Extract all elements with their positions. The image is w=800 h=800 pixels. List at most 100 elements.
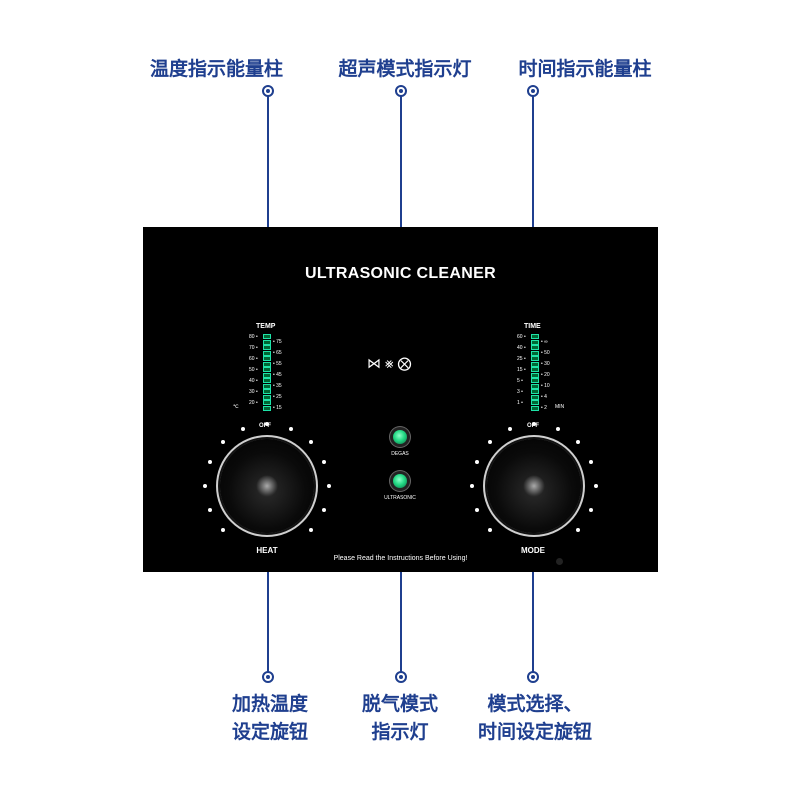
- callout-marker: [262, 85, 274, 97]
- temp-bar-tick-right: • 15: [273, 405, 282, 411]
- connector-line: [532, 490, 534, 678]
- callout-time-bar: 时间指示能量柱: [518, 58, 652, 80]
- callout-marker: [262, 671, 274, 683]
- heat-label: HEAT: [256, 546, 278, 555]
- temp-bar-segment: [263, 372, 271, 378]
- temp-bar-tick-right: • 35: [273, 383, 282, 389]
- heat-dial-dot: [308, 527, 313, 532]
- ultrasonic-led: [393, 474, 407, 488]
- time-bar-tick-right: • 4: [541, 394, 547, 400]
- temp-bar-segment: [263, 400, 271, 405]
- panel-title: ULTRASONIC CLEANER: [305, 265, 496, 282]
- control-panel: ULTRASONIC CLEANER TEMP 80 •70 •60 •50 •…: [143, 227, 658, 572]
- mode-dial-dot: [474, 507, 479, 512]
- connector-line: [267, 92, 269, 322]
- heat-dial-dot: [221, 527, 226, 532]
- temp-bar-tick-left: 80 •: [249, 334, 258, 340]
- heat-dial-dot: [322, 507, 327, 512]
- time-bar-segment: [531, 334, 539, 339]
- callout-ultrasonic-led: 超声模式指示灯: [338, 58, 472, 80]
- heat-dial-dot: [241, 426, 246, 431]
- temp-bar-segment: [263, 367, 271, 372]
- mode-dial-dot: [589, 507, 594, 512]
- time-bar-segment: [531, 356, 539, 361]
- temp-bar-tick-right: • 25: [273, 394, 282, 400]
- time-off-label: OFF: [527, 423, 539, 429]
- time-bar-tick-left: 5 •: [517, 378, 523, 384]
- care-icons: ⋈ ⨳ ⨂: [367, 355, 412, 371]
- temp-bar-segment: [263, 383, 271, 389]
- heat-dial-dot: [221, 440, 226, 445]
- temp-bar-tick-right: • 45: [273, 372, 282, 378]
- mode-dial-dot: [532, 422, 536, 426]
- heat-knob[interactable]: [220, 439, 314, 533]
- time-bar-tick-right: • 2: [541, 405, 547, 411]
- mode-dial-dot: [575, 440, 580, 445]
- time-bar-tick-right: • ∞: [541, 339, 548, 345]
- temp-bar-segment: [263, 350, 271, 356]
- temp-bar-segment: [263, 339, 271, 345]
- mode-dial-dot: [470, 484, 474, 488]
- temp-bar-segment: [263, 345, 271, 350]
- callout-temp-bar: 温度指示能量柱: [150, 58, 284, 80]
- temp-label: TEMP: [256, 323, 276, 330]
- temp-bar-tick-right: • 55: [273, 361, 282, 367]
- mode-dial-dot: [555, 426, 560, 431]
- temp-bar-segment: [263, 405, 271, 411]
- time-bar-tick-left: 25 •: [517, 356, 526, 362]
- time-bar-segment: [531, 405, 539, 411]
- callout-marker: [395, 85, 407, 97]
- mode-dial-dot: [594, 484, 598, 488]
- time-bar-segment: [531, 339, 539, 345]
- temp-bar-tick-left: 40 •: [249, 378, 258, 384]
- callout-marker: [395, 671, 407, 683]
- heat-dial-dot: [207, 507, 212, 512]
- temp-bar-segment: [263, 361, 271, 367]
- heat-dial-dot: [322, 460, 327, 465]
- heat-dial-dot: [207, 460, 212, 465]
- mode-dial-dot: [589, 460, 594, 465]
- heat-dial-dot: [265, 422, 269, 426]
- time-bar-tick-right: • 20: [541, 372, 550, 378]
- mode-dial-dot: [488, 440, 493, 445]
- time-bar-tick-left: 40 •: [517, 345, 526, 351]
- mode-dial-dot: [508, 426, 513, 431]
- notice-text: Please Read the Instructions Before Usin…: [333, 555, 468, 562]
- connector-line: [532, 92, 534, 322]
- temp-bar-segment: [263, 378, 271, 383]
- heat-dial-dot: [203, 484, 207, 488]
- callout-heat-knob: 加热温度 设定旋钮: [200, 690, 340, 746]
- time-bar-segment: [531, 350, 539, 356]
- time-bar-segment: [531, 361, 539, 367]
- time-bar-segment: [531, 378, 539, 383]
- degas-label: DEGAS: [391, 451, 409, 457]
- callout-marker: [527, 85, 539, 97]
- callout-mode-knob: 模式选择、 时间设定旋钮: [455, 690, 615, 746]
- indicator-hole: [556, 558, 563, 565]
- heat-dial-dot: [327, 484, 331, 488]
- temp-bar-tick-left: 60 •: [249, 356, 258, 362]
- heat-dial-dot: [308, 440, 313, 445]
- heat-dial-dot: [288, 426, 293, 431]
- callout-line: 时间设定旋钮: [477, 721, 592, 743]
- time-bar-segment: [531, 383, 539, 389]
- temp-bar-tick-right: • 75: [273, 339, 282, 345]
- time-bar-segment: [531, 394, 539, 400]
- mode-label: MODE: [521, 546, 545, 555]
- time-label: TIME: [524, 323, 541, 330]
- temp-bar-segment: [263, 394, 271, 400]
- temp-bar-tick-left: 30 •: [249, 389, 258, 395]
- time-unit: MIN: [555, 404, 565, 410]
- time-bar-segment: [531, 400, 539, 405]
- callout-marker: [527, 671, 539, 683]
- callout-line: 加热温度: [231, 693, 308, 715]
- temp-bar-tick-left: 50 •: [249, 367, 258, 373]
- callout-line: 模式选择、: [487, 693, 583, 715]
- temp-off-label: OFF: [259, 423, 271, 429]
- time-bar-tick-left: 3 •: [517, 389, 523, 395]
- mode-knob[interactable]: [487, 439, 581, 533]
- connector-line: [267, 490, 269, 678]
- connector-line: [400, 490, 402, 678]
- temp-bar-segment: [263, 334, 271, 339]
- temp-bar-tick-right: • 65: [273, 350, 282, 356]
